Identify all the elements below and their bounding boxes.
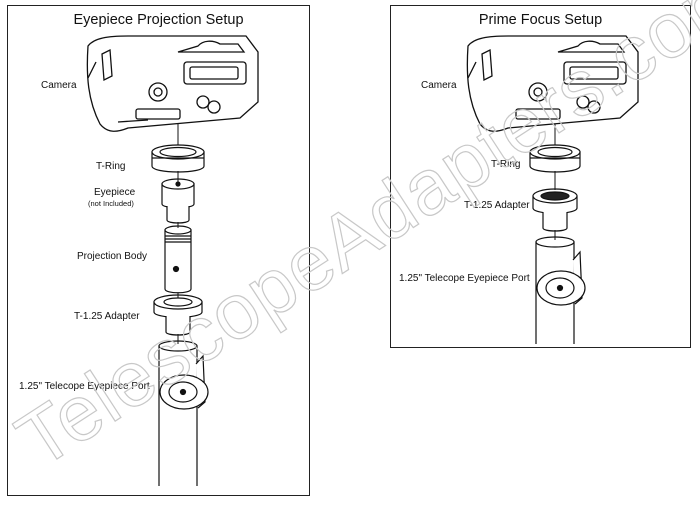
eyepiece-projection-title: Eyepiece Projection Setup [73, 12, 244, 28]
projection-body-label: Projection Body [77, 251, 147, 262]
t-adapter-label: T-1.25 Adapter [74, 311, 140, 322]
prime-focus-title: Prime Focus Setup [478, 12, 603, 28]
camera-label: Camera [421, 80, 457, 91]
t-ring-label: T-Ring [491, 159, 520, 170]
eyepiece-illustration [161, 178, 195, 224]
projection-body-illustration [164, 225, 192, 294]
t-adapter-illustration [532, 188, 578, 232]
t-ring-label: T-Ring [96, 161, 125, 172]
eyepiece-port-label: 1.25" Telecope Eyepiece Port [19, 381, 150, 392]
camera-illustration [466, 35, 639, 132]
eyepiece-label: Eyepiece [94, 187, 136, 198]
t-ring-illustration [151, 144, 205, 173]
t-adapter-label: T-1.25 Adapter [464, 200, 530, 211]
eyepiece-projection-panel: Eyepiece Projection Setup [7, 5, 310, 496]
prime-focus-panel: Prime Focus Setup [390, 5, 691, 348]
eyepiece-projection-diagram: Camera T-Ring Eyepiece (not Included) Pr… [19, 35, 259, 486]
t-ring-illustration [529, 144, 581, 173]
camera-label: Camera [41, 80, 77, 91]
camera-illustration [86, 35, 259, 132]
eyepiece-port-illustration [535, 236, 586, 344]
prime-focus-diagram: Camera T-Ring T-1.25 Adapter 1.25" Telec… [399, 35, 639, 344]
eyepiece-note-label: (not Included) [88, 199, 134, 208]
t-adapter-illustration [153, 294, 203, 336]
eyepiece-port-illustration [158, 340, 209, 486]
eyepiece-port-label: 1.25" Telecope Eyepiece Port [399, 273, 530, 284]
